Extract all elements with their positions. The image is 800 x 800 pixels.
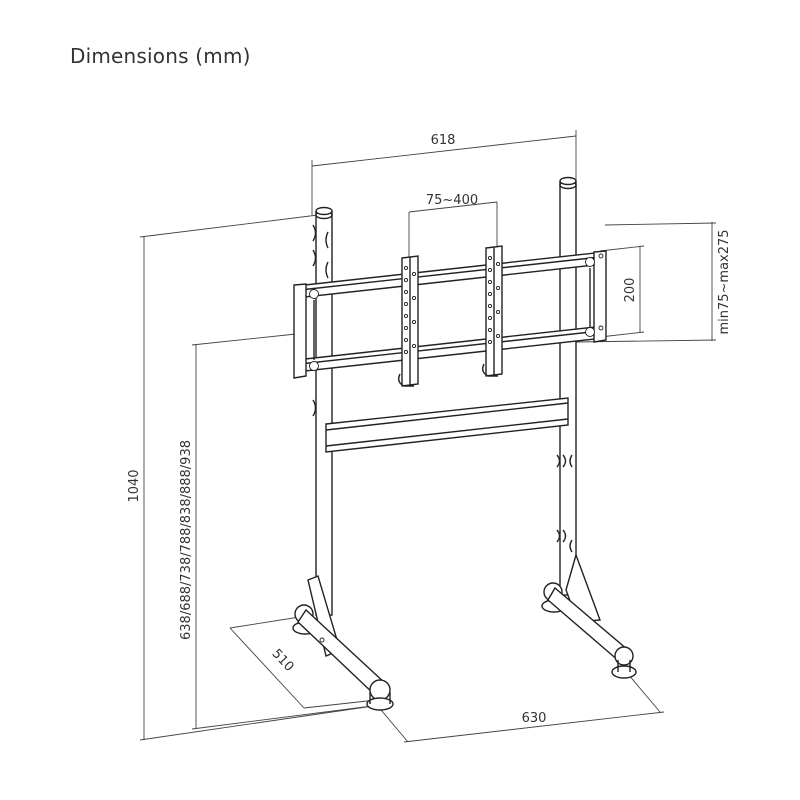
right-column — [556, 176, 577, 596]
page-title: Dimensions (mm) — [70, 44, 251, 68]
left-column — [312, 206, 333, 616]
dim-vesa-horizontal: 75~400 — [426, 193, 478, 208]
dimension-lines — [139, 130, 717, 743]
mounting-frame — [293, 250, 607, 379]
dim-mount-height: 638/688/738/788/838/888/938 — [179, 440, 194, 640]
dim-base-depth: 510 — [269, 646, 297, 674]
vesa-bracket-right — [481, 245, 503, 377]
dim-base-width: 630 — [522, 711, 547, 726]
dim-width-top: 618 — [431, 133, 456, 148]
vesa-bracket-left — [397, 255, 419, 387]
dim-total-height: 1040 — [127, 469, 142, 502]
dim-bracket-height: min75~max275 — [717, 229, 732, 334]
dim-vesa-vertical: 200 — [623, 278, 638, 303]
left-base-foot — [292, 575, 394, 711]
right-base-foot — [541, 552, 637, 679]
shelf-bar — [325, 397, 569, 453]
